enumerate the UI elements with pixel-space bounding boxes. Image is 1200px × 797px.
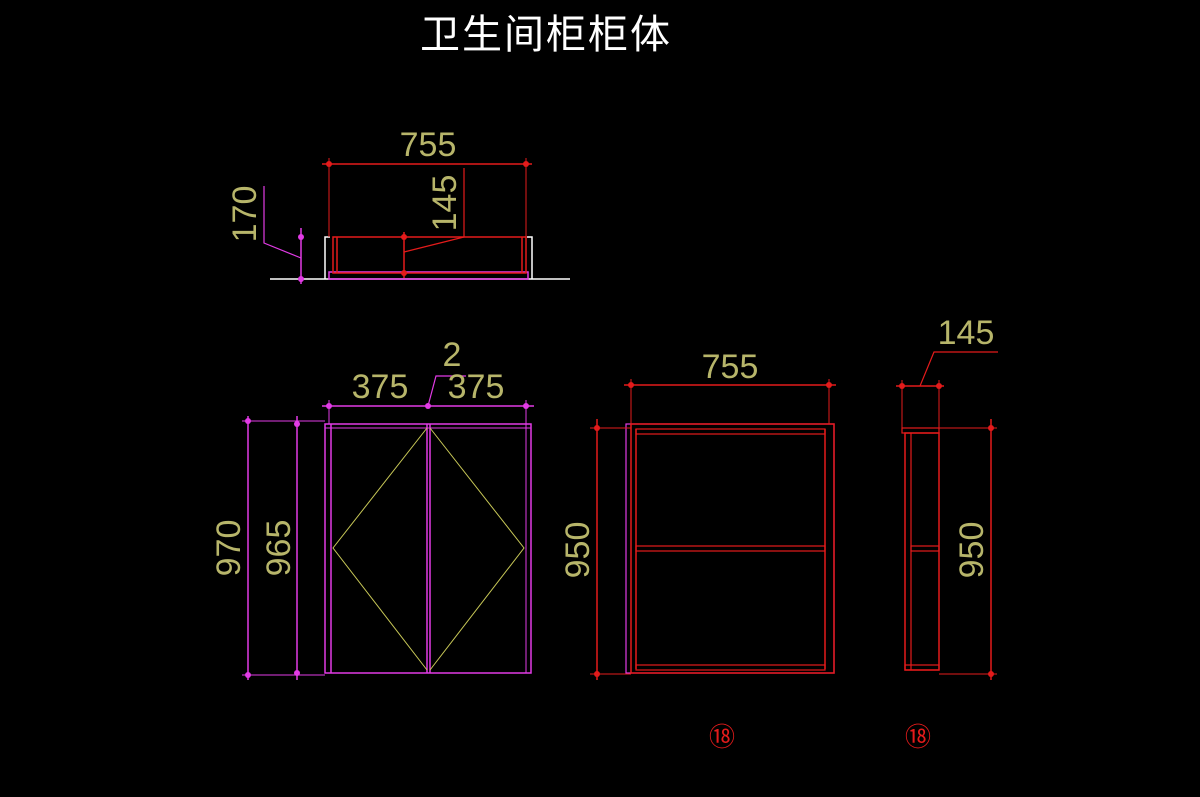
carcass-shelf (635, 545, 826, 552)
carcass-bottom-panel (635, 664, 826, 671)
side-depth-leader (919, 351, 998, 387)
carcass-front-view: 755 950 ⑱ (559, 348, 836, 753)
carcass-width-tick-left (628, 382, 634, 388)
carcass-top-panel (635, 428, 826, 435)
plan-width-label: 755 (400, 126, 457, 164)
side-depth-tick-left (899, 383, 905, 389)
side-thickness-tag: ⑱ (905, 723, 931, 753)
plan-height-label: 170 (226, 186, 264, 243)
front-inner-height-tick-bottom (294, 670, 300, 676)
side-height-label: 950 (953, 522, 991, 579)
side-shelf (910, 545, 940, 552)
side-height-tick-bottom (988, 671, 994, 677)
plan-height-tick-top (298, 234, 304, 240)
carcass-outer-magenta (625, 423, 835, 674)
plan-view: 755 145 170 (226, 126, 570, 284)
front-outer-frame (324, 423, 532, 674)
carcass-frame (630, 423, 835, 674)
front-gap-label: 2 (443, 336, 462, 374)
drawing-title: 卫生间柜柜体 (420, 12, 672, 58)
right-door-swing-lines (429, 427, 525, 671)
plan-depth-leader (403, 168, 465, 253)
carcass-height-tick-bottom (594, 671, 600, 677)
front-right-door-label: 375 (448, 368, 505, 406)
plan-depth-label: 145 (426, 175, 464, 232)
plan-right-bracket (527, 236, 533, 279)
front-inner-height-tick-top (294, 421, 300, 427)
plan-depth-tick-bottom (401, 270, 407, 276)
front-view: 2 375 375 970 965 (210, 336, 534, 680)
plan-depth-tick-top (401, 234, 407, 240)
carcass-height-tick-top (594, 425, 600, 431)
front-outer-height-label: 970 (210, 520, 248, 577)
carcass-width-tick-right (826, 382, 832, 388)
plan-height-tick-bottom (298, 276, 304, 282)
front-gap-leader (427, 375, 466, 407)
front-outer-height-tick-top (245, 418, 251, 424)
plan-width-tick-left (326, 161, 332, 167)
carcass-thickness-tag: ⑱ (709, 723, 735, 753)
left-door-swing-lines (332, 427, 428, 671)
front-left-door-label: 375 (352, 368, 409, 406)
plan-height-leader (263, 186, 302, 259)
front-inner-height-label: 965 (260, 520, 298, 577)
side-view: 145 950 ⑱ (896, 314, 998, 753)
plan-left-bracket (324, 236, 330, 279)
side-bottom (904, 664, 940, 671)
side-depth-tick-right (936, 383, 942, 389)
side-height-tick-top (988, 425, 994, 431)
carcass-width-label: 755 (702, 348, 759, 386)
plan-width-tick-right (523, 161, 529, 167)
carcass-height-label: 950 (559, 522, 597, 579)
front-outer-height-tick-bottom (245, 672, 251, 678)
plan-door-outline (328, 271, 529, 280)
side-depth-label: 145 (938, 314, 995, 352)
plan-carcass (332, 236, 527, 274)
